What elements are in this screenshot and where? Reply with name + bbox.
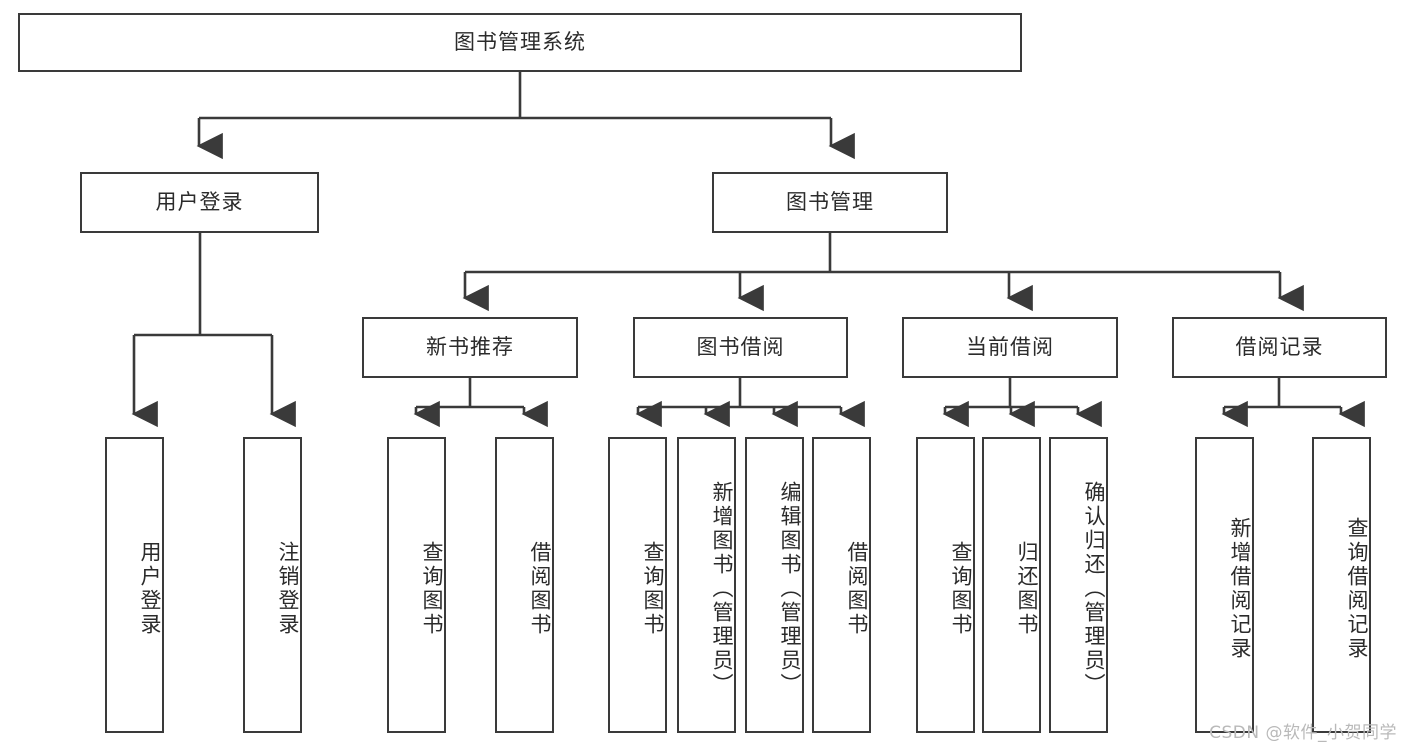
node-label: 编辑图书（管理员） (778, 481, 802, 697)
node-borrow-record[interactable]: 借阅记录 (1172, 317, 1387, 378)
node-label: 查询图书 (641, 541, 665, 637)
node-leaf-confirm-return-admin[interactable]: 确认归还（管理员） (1049, 437, 1108, 733)
node-leaf-borrow-book-recommend[interactable]: 借阅图书 (495, 437, 554, 733)
node-label: 当前借阅 (966, 334, 1054, 359)
node-book-borrow[interactable]: 图书借阅 (633, 317, 848, 378)
node-current-borrow[interactable]: 当前借阅 (902, 317, 1118, 378)
node-user-login[interactable]: 用户登录 (80, 172, 319, 233)
node-label: 新书推荐 (426, 334, 514, 359)
node-leaf-query-borrow-record[interactable]: 查询借阅记录 (1312, 437, 1371, 733)
node-leaf-query-book-current[interactable]: 查询图书 (916, 437, 975, 733)
node-leaf-add-book-admin[interactable]: 新增图书（管理员） (677, 437, 736, 733)
node-leaf-edit-book-admin[interactable]: 编辑图书（管理员） (745, 437, 804, 733)
node-book-management[interactable]: 图书管理 (712, 172, 948, 233)
node-label: 借阅记录 (1235, 334, 1324, 359)
node-label: 查询借阅记录 (1345, 517, 1369, 661)
node-label: 借阅图书 (528, 541, 552, 637)
watermark-text: CSDN @软件_小贺同学 (1209, 723, 1397, 743)
node-leaf-logout[interactable]: 注销登录 (243, 437, 302, 733)
node-label: 注销登录 (276, 541, 300, 637)
node-label: 新增图书（管理员） (710, 481, 734, 697)
node-label: 归还图书 (1015, 541, 1039, 637)
node-leaf-query-book-borrow[interactable]: 查询图书 (608, 437, 667, 733)
node-root-book-management-system[interactable]: 图书管理系统 (18, 13, 1022, 72)
node-leaf-query-book-recommend[interactable]: 查询图书 (387, 437, 446, 733)
node-label: 用户登录 (155, 189, 244, 214)
node-label: 查询图书 (949, 541, 973, 637)
node-label: 确认归还（管理员） (1082, 481, 1106, 697)
node-label: 图书管理系统 (454, 29, 586, 54)
node-label: 用户登录 (138, 541, 162, 637)
node-leaf-borrow-book[interactable]: 借阅图书 (812, 437, 871, 733)
node-label: 新增借阅记录 (1228, 517, 1252, 661)
node-leaf-return-book[interactable]: 归还图书 (982, 437, 1041, 733)
node-leaf-add-borrow-record[interactable]: 新增借阅记录 (1195, 437, 1254, 733)
node-label: 查询图书 (420, 541, 444, 637)
node-label: 借阅图书 (845, 541, 869, 637)
node-label: 图书借阅 (696, 334, 785, 359)
node-new-book-recommend[interactable]: 新书推荐 (362, 317, 578, 378)
node-label: 图书管理 (786, 189, 874, 214)
node-leaf-user-login[interactable]: 用户登录 (105, 437, 164, 733)
